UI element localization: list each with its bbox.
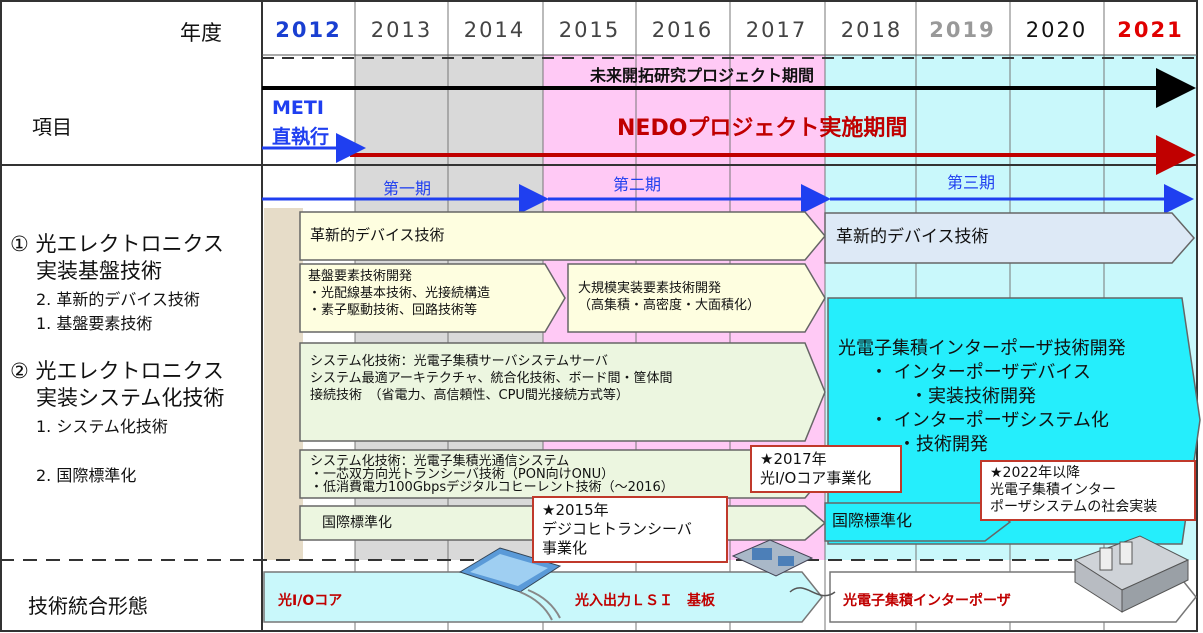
phase-2: 第二期	[613, 175, 662, 194]
interposer-label: 光電子集積インターポーザ	[843, 593, 1011, 609]
item-1-title: ① 光エレクトロニクス	[10, 232, 224, 256]
item-header: 項目	[32, 115, 72, 139]
nedo-period: NEDOプロジェクト実施期間	[617, 116, 908, 141]
intl-standard-box-1: 国際標準化	[322, 515, 392, 531]
item-1-sub-1: 1. 基盤要素技術	[36, 314, 153, 333]
interposer-box: 光電子集積インターポーザ技術開発 ・ インターポーザデバイス ・実装技術開発 ・…	[838, 338, 1126, 455]
year-2017: 2017	[745, 18, 808, 42]
note-2015: ★2015年デジコヒトランシーバ事業化	[532, 496, 728, 563]
integration-header: 技術統合形態	[28, 594, 148, 618]
base-tech-box: 基盤要素技術開発・光配線基本技術、光接続構造・素子駆動技術、回路技術等	[308, 269, 491, 318]
lsi-board-illustration	[731, 539, 814, 577]
item-2-title-2: 実装システム化技術	[36, 386, 225, 410]
item-1-sub-2: 2. 革新的デバイス技術	[36, 290, 200, 309]
server-system-box: システム化技術：光電子集積サーバシステムサーバシステム最適アーキテクチャ、統合化…	[310, 354, 673, 403]
phase-3: 第三期	[947, 173, 996, 192]
intl-standard-box-3: 国際標準化	[832, 511, 913, 530]
item-2-sub-1: 1. システム化技術	[36, 417, 168, 436]
lsi-board-label: 光入出力ＬＳＩ 基板	[575, 593, 715, 609]
item-2-title: ② 光エレクトロニクス	[10, 359, 224, 383]
note-2017: ★2017年光I/Oコア事業化	[750, 445, 902, 493]
year-2020: 2020	[1025, 18, 1088, 42]
device-tech-box-3: 革新的デバイス技術	[836, 227, 989, 247]
meti-label: METI	[272, 97, 324, 119]
comm-system-box: システム化技術：光電子集積光通信システム・一芯双方向光トランシーバ技術（PON向…	[310, 454, 674, 495]
io-core-label: 光I/Oコア	[278, 593, 343, 609]
year-header: 年度	[180, 21, 222, 45]
year-2015: 2015	[558, 18, 621, 42]
interposer-illustration	[1073, 535, 1190, 613]
year-2019: 2019	[929, 18, 996, 42]
year-2014: 2014	[463, 18, 526, 42]
phase-1: 第一期	[383, 179, 432, 198]
year-2013: 2013	[370, 18, 433, 42]
year-2012: 2012	[275, 18, 342, 42]
device-tech-box-1: 革新的デバイス技術	[310, 226, 445, 244]
year-2016: 2016	[651, 18, 714, 42]
future-project-period: 未来開拓研究プロジェクト期間	[590, 66, 815, 85]
item-1-title-2: 実装基盤技術	[36, 259, 162, 283]
year-2021: 2021	[1117, 18, 1184, 42]
large-scale-box: 大規模実装要素技術開発（高集積・高密度・大面積化）	[578, 281, 761, 313]
item-2-sub-2: 2. 国際標準化	[36, 466, 137, 485]
year-2018: 2018	[840, 18, 903, 42]
meti-label-2: 直執行	[272, 126, 330, 148]
note-2022: ★2022年以降光電子集積インターポーザシステムの社会実装	[980, 460, 1196, 521]
